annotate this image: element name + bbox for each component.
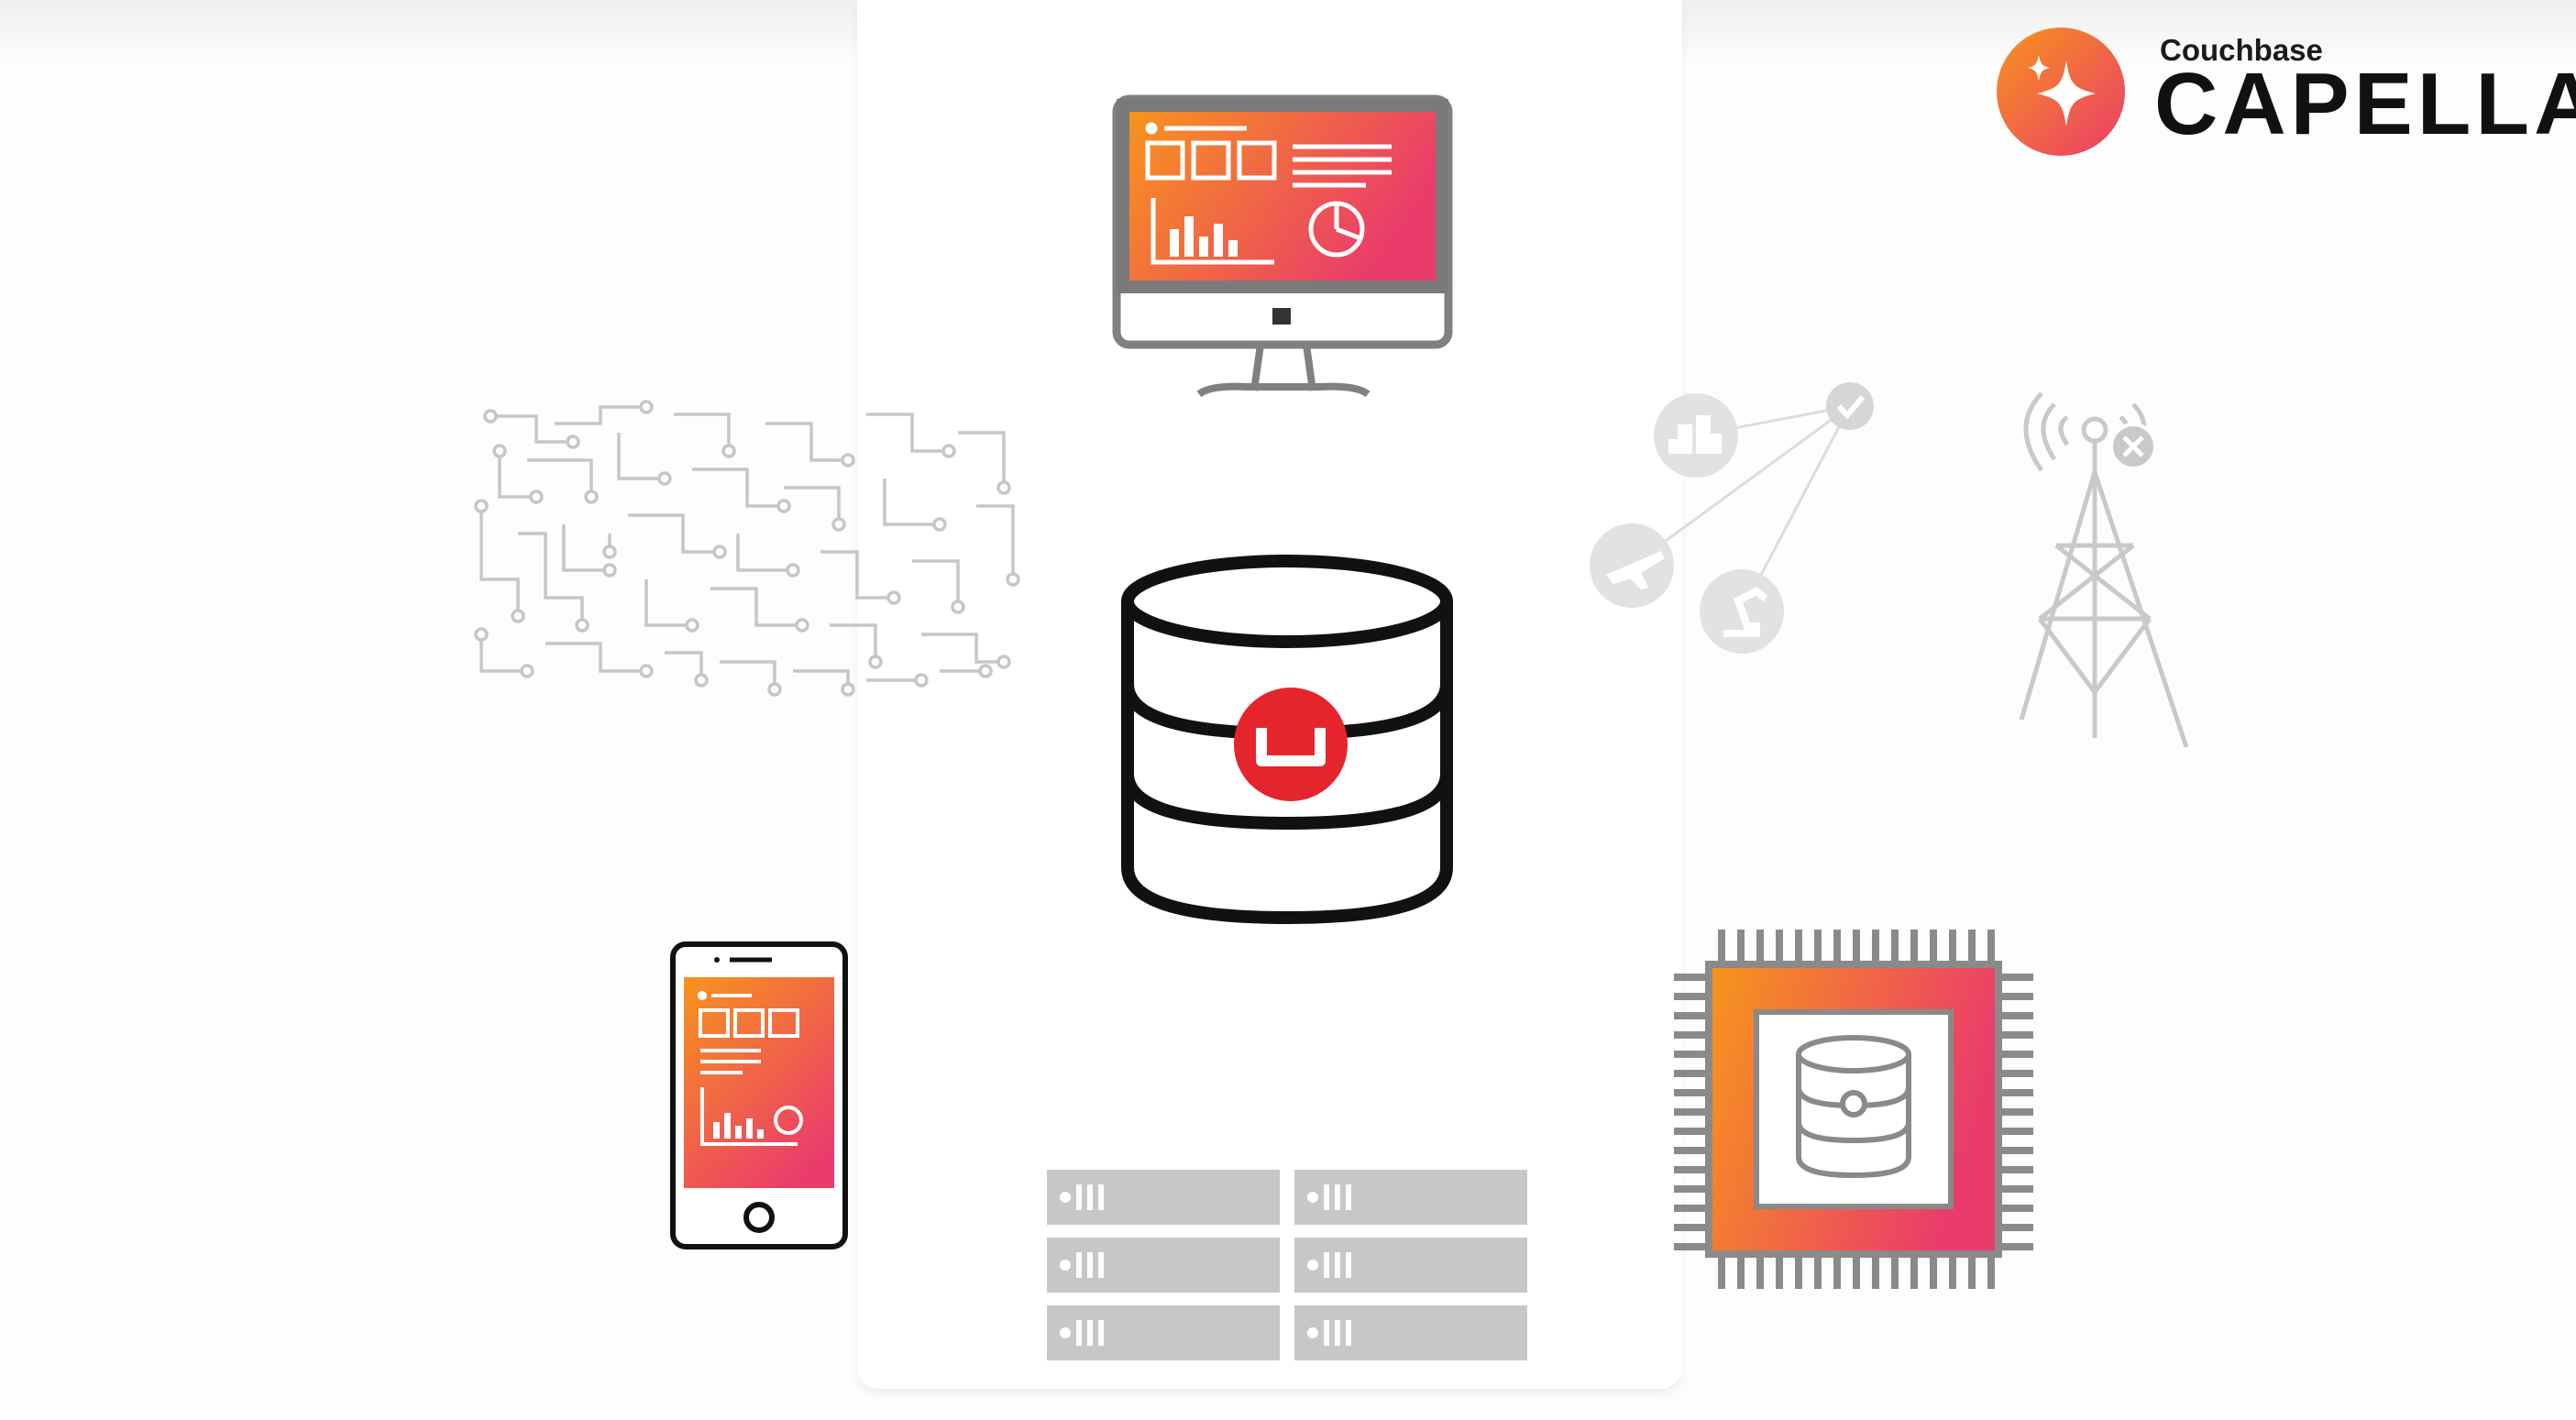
chip-pin (1910, 930, 1918, 961)
chip-pin (1674, 1128, 1705, 1135)
brand-name-small: Couchbase (2160, 33, 2323, 67)
chip-pin (2002, 1031, 2033, 1039)
chip-pin (1987, 930, 1995, 961)
chip-pin (1756, 1258, 1764, 1289)
database-icon (1121, 555, 1453, 925)
chip-pin (1949, 930, 1956, 961)
chip-pin (1833, 930, 1841, 961)
chip-pin (1674, 1089, 1705, 1096)
chip-pin (1674, 1224, 1705, 1231)
chip-pin (1674, 1070, 1705, 1077)
chip-database-icon (1796, 1035, 1911, 1179)
chip-pin (2002, 1185, 2033, 1193)
chip-pin (2002, 1051, 2033, 1058)
network-icon (1590, 382, 1874, 654)
cell-tower-icon (2019, 391, 2189, 748)
chip-pin (1718, 1258, 1725, 1289)
chip-pin (2002, 1108, 2033, 1116)
chip-pin (1987, 1258, 1995, 1289)
chip-pin (1674, 1147, 1705, 1154)
chip-pin (1674, 1031, 1705, 1039)
robot-arm-icon (1700, 569, 1784, 654)
chip-pin (1674, 1185, 1705, 1193)
couchbase-logo-icon (1234, 688, 1348, 801)
chip-pin (1674, 1108, 1705, 1116)
chip-pin (1795, 1258, 1802, 1289)
chip-pin (2002, 1166, 2033, 1173)
chip-pin (1674, 974, 1705, 981)
airplane-icon (1590, 523, 1674, 608)
chip-pin (2002, 1147, 2033, 1154)
building-icon (1654, 393, 1738, 478)
chip-pin (1949, 1258, 1956, 1289)
chip-pin (1674, 1166, 1705, 1173)
chip-pin (1833, 1258, 1841, 1289)
chip-pin (1872, 930, 1879, 961)
smartphone-icon (670, 941, 848, 1249)
chip-pin (1930, 1258, 1937, 1289)
chip-icon (1674, 930, 2033, 1289)
chip-pin (1814, 1258, 1822, 1289)
chip-pin (2002, 1070, 2033, 1077)
chip-pin (1872, 1258, 1879, 1289)
chip-pin (1674, 1243, 1705, 1250)
chip-pin (1756, 930, 1764, 961)
brand-name-large: CAPELLA (2154, 55, 2576, 153)
circuit-icon (474, 400, 1020, 697)
chip-pin (2002, 993, 2033, 1000)
chip-pin (1674, 1012, 1705, 1019)
chip-pin (2002, 1243, 2033, 1250)
chip-pin (1718, 930, 1725, 961)
chip-pin (1674, 1051, 1705, 1058)
chip-pin (1930, 930, 1937, 961)
sparkle-icon (2028, 55, 2096, 127)
chip-pin (1776, 1258, 1783, 1289)
chip-pin (2002, 1128, 2033, 1135)
chip-pin (1891, 1258, 1899, 1289)
server-rack-icon (1047, 1170, 1527, 1360)
chip-pin (2002, 1205, 2033, 1212)
disconnected-icon (2109, 423, 2157, 470)
chip-pin (1737, 930, 1745, 961)
chip-pin (1853, 930, 1860, 961)
check-icon (1826, 382, 1874, 430)
chip-pin (2002, 1012, 2033, 1019)
chip-pin (2002, 1089, 2033, 1096)
chip-pin (1968, 1258, 1976, 1289)
chip-pin (1814, 930, 1822, 961)
chip-pin (1910, 1258, 1918, 1289)
chip-pin (1968, 930, 1976, 961)
chip-pin (1776, 930, 1783, 961)
chip-pin (1674, 1205, 1705, 1212)
capella-logo-icon (1997, 28, 2125, 156)
chip-pin (1853, 1258, 1860, 1289)
chip-pin (1891, 930, 1899, 961)
chip-pin (1795, 930, 1802, 961)
chip-pin (1737, 1258, 1745, 1289)
chip-pin (2002, 974, 2033, 981)
chip-pin (2002, 1224, 2033, 1231)
chip-pin (1674, 993, 1705, 1000)
monitor-icon (1112, 94, 1453, 398)
